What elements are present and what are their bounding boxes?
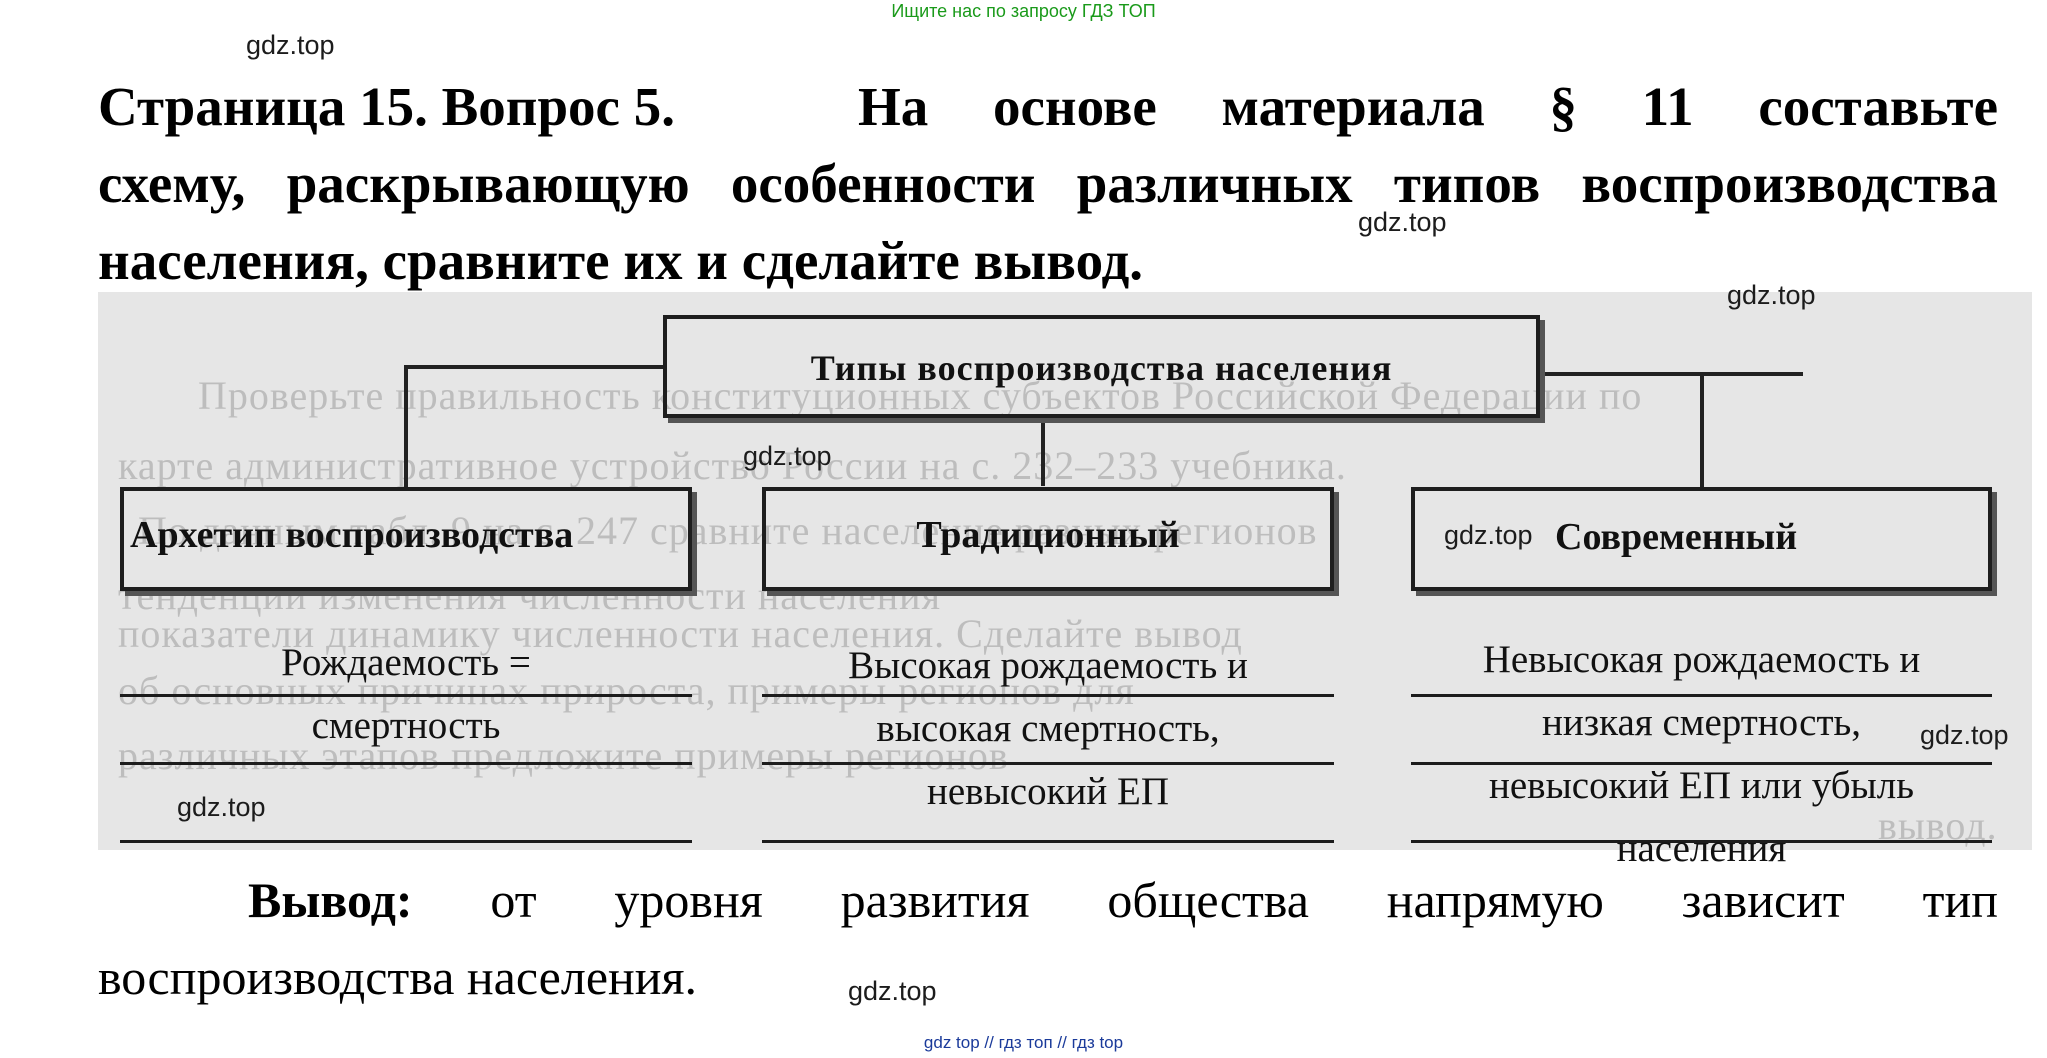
watermark: gdz.top (1727, 280, 1816, 310)
type-box-modern: Современный (1411, 487, 1992, 591)
background-text-line: тенденции изменения численности населени… (118, 573, 941, 618)
description-line: Высокая рождаемость и (848, 644, 1248, 687)
conclusion-label: Вывод: (248, 872, 413, 928)
answer-rule (1411, 762, 1992, 765)
answer-rule (762, 840, 1334, 843)
question-word: материала (1221, 76, 1485, 137)
type-label-archetype: Архетип воспроизводства (130, 514, 574, 556)
question-line-1: Страница 15. Вопрос 5. (98, 68, 675, 145)
type-label-modern: Современный (1555, 516, 1798, 558)
question-word: основе (992, 76, 1157, 137)
root-type-box: Типы воспроизводства населения (663, 315, 1540, 418)
type-box-traditional: Традиционный (762, 487, 1334, 591)
question-lead: Страница 15. Вопрос 5. (98, 76, 675, 137)
connector-line (404, 365, 664, 369)
background-text-line: карте административное устройство России… (118, 443, 1347, 488)
connector-line (404, 365, 408, 487)
type-label-traditional: Традиционный (916, 514, 1180, 556)
answer-rule (762, 762, 1334, 765)
conclusion-word: напрямую (1386, 872, 1604, 928)
connector-line (1041, 420, 1045, 486)
conclusion-word: развития (840, 872, 1030, 928)
watermark: gdz.top (1358, 207, 1447, 237)
background-text-line: об основных причинах прироста, примеры р… (118, 668, 1135, 713)
question-word: 11 (1641, 76, 1694, 137)
question-word: § (1549, 76, 1577, 137)
description-line: высокая смертность, (876, 707, 1220, 750)
answer-rule (120, 762, 692, 765)
top-banner: Ищите нас по запросу ГДЗ ТОП (891, 1, 1156, 21)
description-line: смертность (311, 704, 501, 747)
background-text-line: различных этапов предложите примеры реги… (118, 733, 1009, 778)
answer-rule (120, 694, 692, 697)
question-word: составьте (1758, 76, 1998, 137)
watermark: gdz.top (177, 792, 266, 822)
answer-rule (120, 840, 692, 843)
scanned-diagram: Проверьте правильность конституционных с… (98, 292, 2032, 870)
conclusion-word: уровня (614, 872, 763, 928)
watermark: gdz.top (743, 441, 832, 471)
description-line: населения (1616, 827, 1787, 870)
description-line: невысокий ЕП (926, 770, 1170, 813)
background-text-line: Проверьте правильность конституционных с… (198, 373, 1643, 418)
conclusion-word: зависит (1681, 872, 1845, 928)
question-word: типов (1393, 153, 1541, 214)
question-word: воспроизводства (1581, 153, 1998, 214)
watermark: gdz.top (848, 976, 937, 1006)
answer-rule (1411, 694, 1992, 697)
description-line: Рождаемость = (281, 641, 531, 684)
description-line: Невысокая рождаемость и (1482, 638, 1921, 681)
background-text-line: По данным табл. 9 на с. 247 сравните нас… (138, 508, 1318, 553)
bottom-banner: gdz top // гдз топ // гдз top (923, 1033, 1124, 1052)
conclusion-line-1: Вывод: от уровня развития общества напря… (248, 862, 1998, 939)
answer-rule (1411, 840, 1992, 843)
type-description-archetype: Рождаемость = смертность (120, 631, 692, 757)
background-text-line: показатели динамику численности населени… (118, 611, 1243, 656)
question-line-2: схему, раскрывающую особенности различны… (98, 145, 1998, 222)
conclusion-word: общества (1107, 872, 1309, 928)
conclusion-line-2: воспроизводства населения. (98, 949, 698, 1005)
watermark: gdz.top (1920, 720, 2009, 750)
answer-rule (762, 694, 1334, 697)
conclusion-word: тип (1922, 872, 1998, 928)
question-word: схему, (98, 153, 246, 214)
connector-line (1538, 372, 1803, 376)
question-word: На (858, 76, 929, 137)
root-type-label: Типы воспроизводства населения (810, 348, 1393, 388)
type-box-archetype: Архетип воспроизводства (120, 487, 692, 591)
conclusion-word: от (490, 872, 537, 928)
connector-line (1700, 372, 1704, 487)
description-line: невысокий ЕП или убыль (1488, 764, 1915, 807)
question-word: особенности (730, 153, 1036, 214)
question-line-1-rest: На основе материала § 11 составьте (858, 68, 1998, 145)
question-line-3: населения, сравните их и сделайте вывод. (98, 230, 1144, 291)
description-line: низкая смертность, (1541, 701, 1862, 744)
type-description-modern: Невысокая рождаемость и низкая смертност… (1411, 628, 1992, 880)
type-description-traditional: Высокая рождаемость и высокая смертность… (762, 634, 1334, 823)
watermark: gdz.top (1444, 520, 1533, 550)
question-word: различных (1076, 153, 1353, 214)
question-word: раскрывающую (286, 153, 690, 214)
watermark: gdz.top (246, 30, 335, 60)
